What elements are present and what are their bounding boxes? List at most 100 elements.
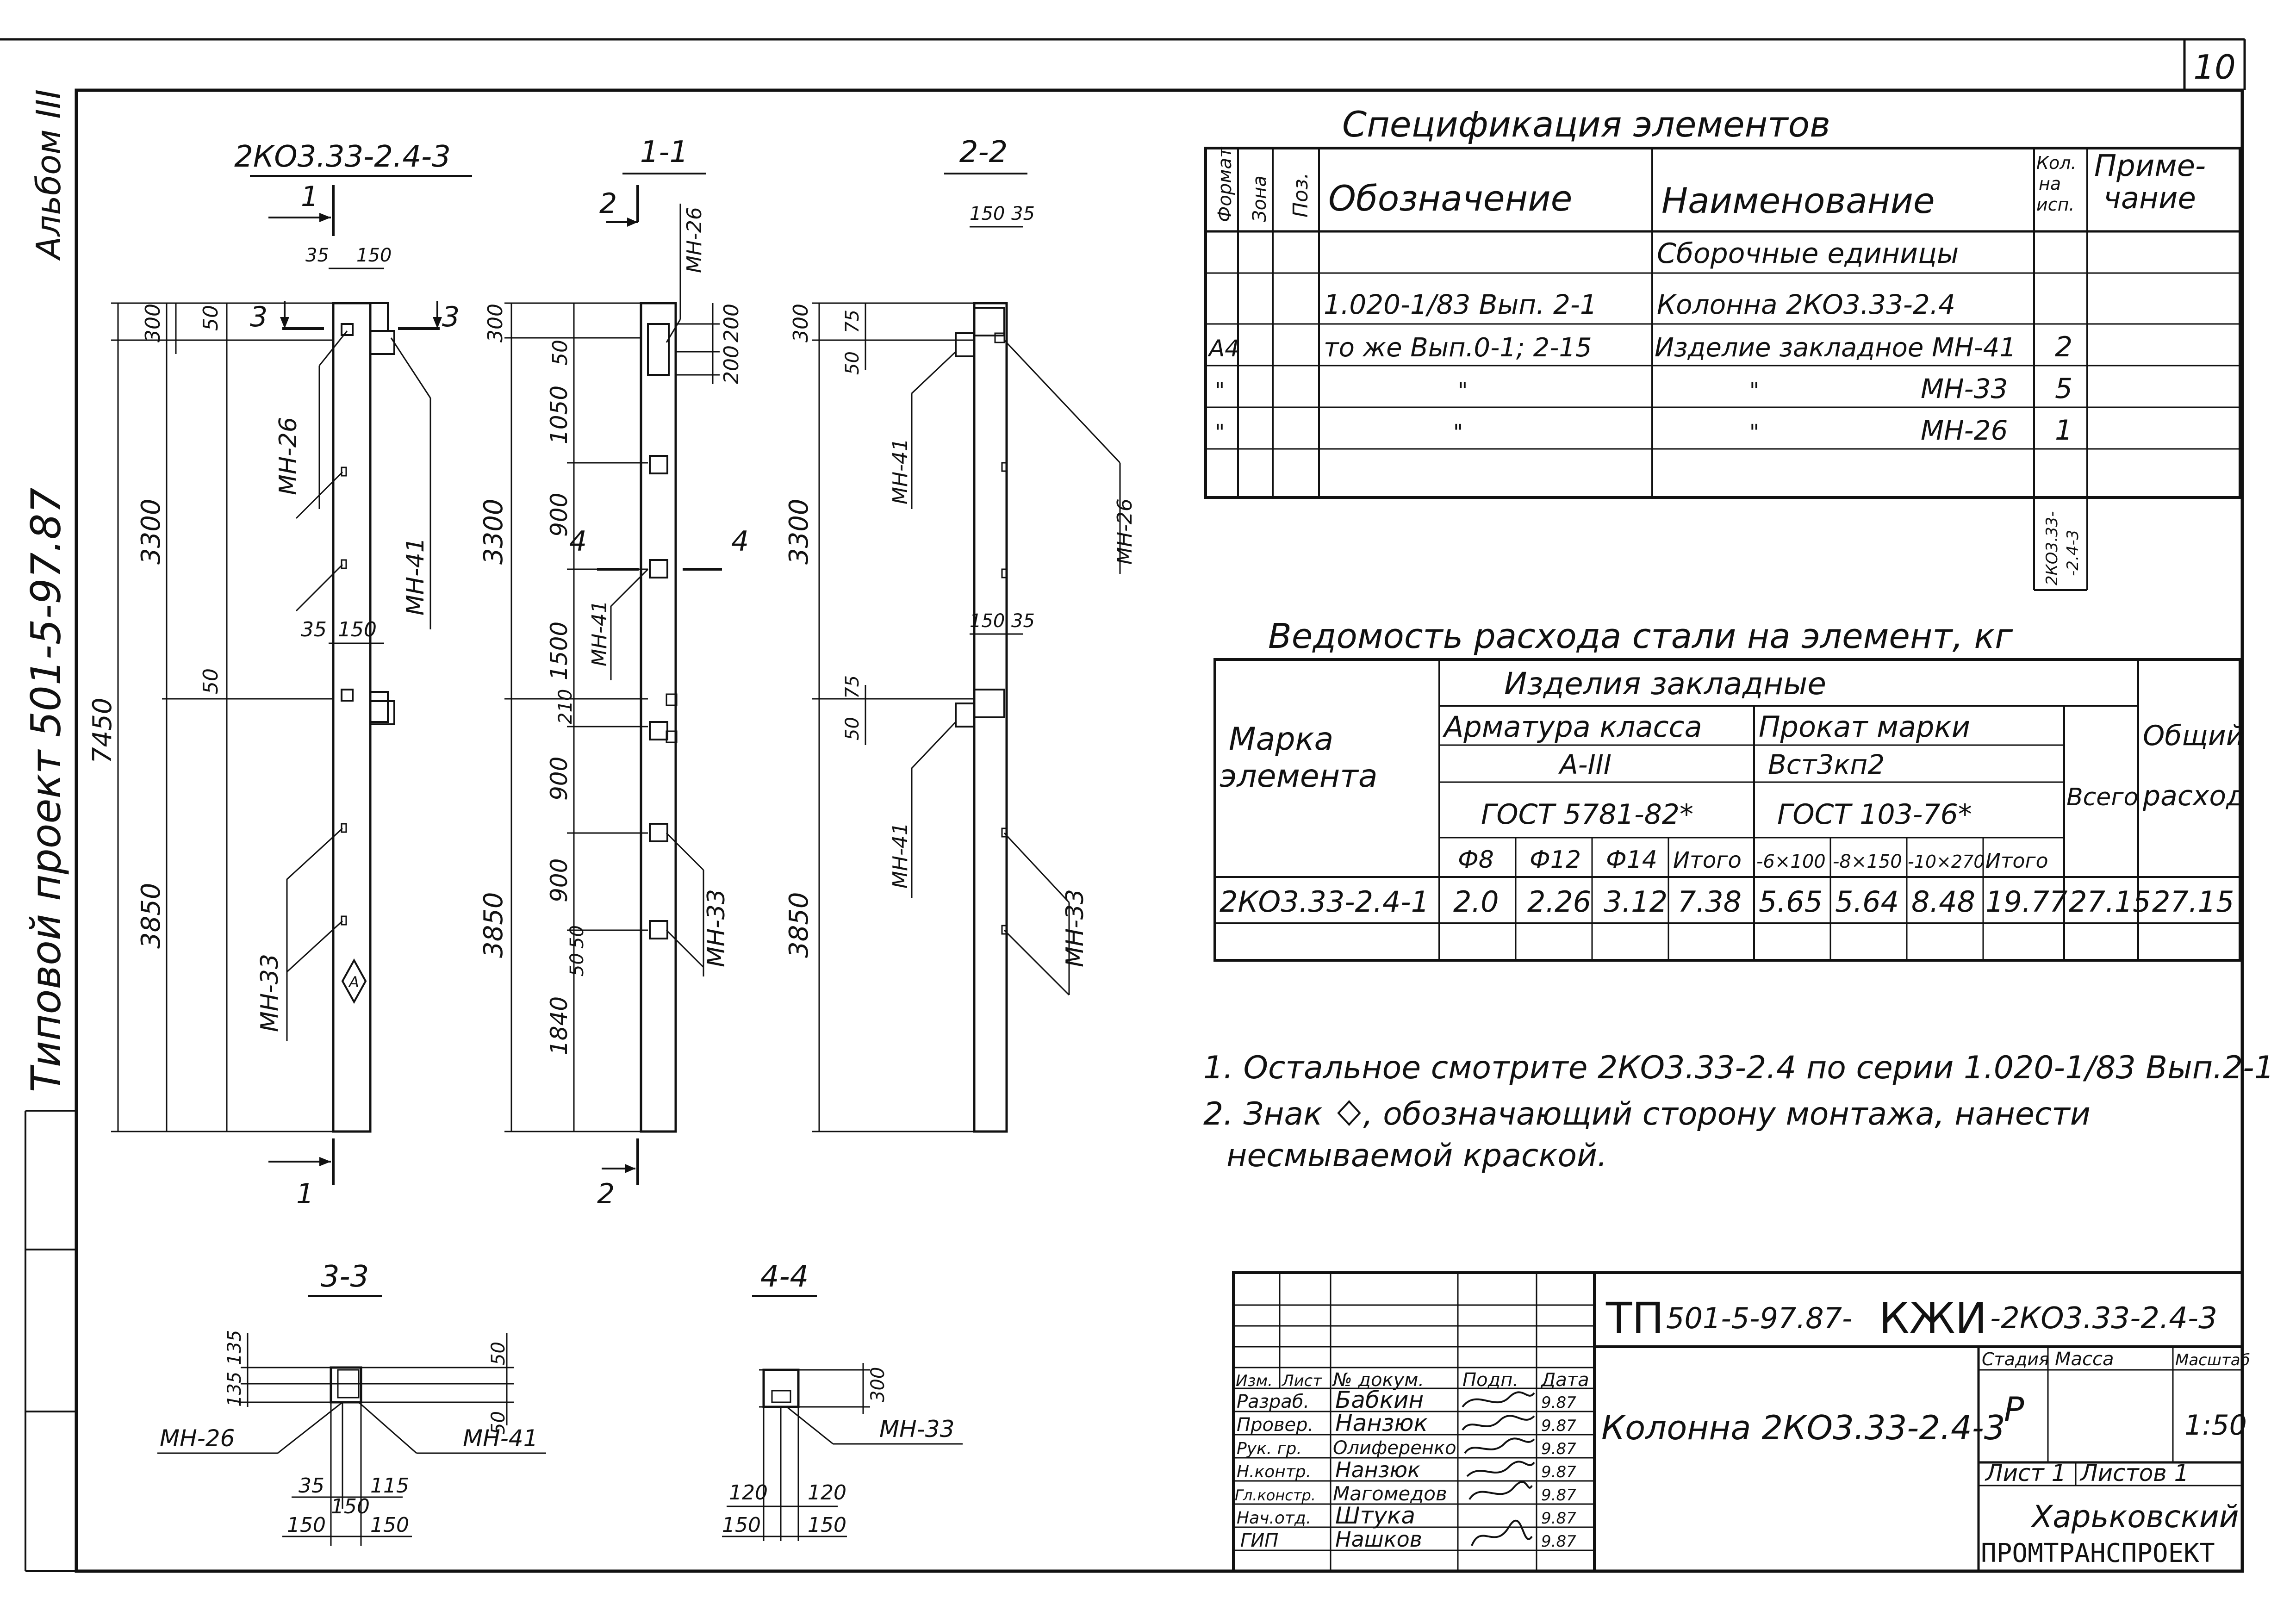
stamp-date-5: 9.87 [1541,1509,1576,1528]
s11-dim-200a: 200 [720,304,743,342]
spec-head-name: Наименование [1661,180,1935,221]
s33-dim-135a: 135 [224,1330,245,1365]
s22-dim-50a: 50 [842,351,863,375]
s11-dim-3850: 3850 [479,892,509,958]
dim-3300: 3300 [136,498,166,565]
steel-table: Ведомость расхода стали на элемент, кг И… [1213,616,2246,962]
steel-row-total: 27.15 [2069,885,2151,919]
label-mn33-s22: МН-33 [1061,889,1089,967]
dim-7450: 7450 [87,697,118,764]
label-mn41-s33: МН-41 [463,1425,538,1452]
label-mn41-elev: МН-41 [402,537,429,616]
section-2-2: 2-2 150 35 300 50 75 3300 150 35 50 75 3… [784,135,1137,1133]
spec-head-designation: Обозначение [1328,178,1572,219]
steel-rolled-gost: ГОСТ 103-76* [1777,798,1972,831]
s22-dim-300: 300 [789,304,813,342]
steel-col-3: Итого [1673,847,1742,873]
spec-variant-2: -2.4-3 [2064,530,2082,576]
steel-group: Изделия закладные [1504,666,1826,702]
s22-dim-3850: 3850 [784,892,814,958]
steel-col-7: Итого [1985,849,2048,873]
stamp-date-0: 9.87 [1541,1393,1576,1412]
stamp-col-doc: № докум. [1332,1369,1424,1391]
signatures [1462,1391,1535,1546]
note-2c: несмываемой краской. [1226,1138,1607,1174]
cut-3-right: 3 [442,301,460,333]
label-mn41-s22-bottom: МН-41 [889,822,912,889]
steel-val-0: 2.0 [1453,885,1499,919]
stamp-name-5: Штука [1335,1502,1415,1529]
cut-4-right: 4 [731,525,749,558]
spec-head-pos: Поз. [1289,173,1313,218]
steel-rebar-grade: А-III [1558,749,1612,780]
section-4-4: 4-4 300 МН-33 120 120 150 150 [722,1260,963,1541]
s33-dim-135b: 135 [224,1372,245,1407]
steel-rebar-class: Арматура класса [1442,710,1702,744]
title-block: ТП 501-5-97.87- КЖИ -2КО3.33-2.4-3 Колон… [1232,1271,2250,1573]
spec-r1-format: А4 [1207,335,1239,362]
spec-r2-qty: 5 [2055,373,2072,405]
s33-dim-150l: 150 [287,1513,326,1537]
steel-val-6: 8.48 [1911,885,1975,919]
steel-val-7: 19.77 [1985,885,2068,919]
spec-head-zone: Зона [1249,175,1270,222]
spec-title: Спецификация элементов [1342,104,1830,145]
s44-dim-150l: 150 [722,1513,761,1537]
s44-dim-150r: 150 [808,1513,846,1537]
s33-dim-50a: 50 [488,1342,509,1365]
s22-dim-35b: 35 [1011,610,1035,632]
s22-dim-35a: 35 [1011,203,1035,224]
dim-300: 300 [141,304,165,342]
s22-dim-3300: 3300 [784,498,814,565]
stamp-date-2: 9.87 [1541,1440,1576,1458]
stamp-col-izm: Изм. [1236,1372,1273,1390]
stamp-col-sign: Подп. [1462,1369,1518,1391]
label-mn41-s22-top: МН-41 [889,438,912,504]
steel-val-5: 5.64 [1835,885,1899,919]
s44-dim-300: 300 [867,1367,889,1402]
spec-r3-format: " [1215,420,1225,445]
steel-title: Ведомость расхода стали на элемент, кг [1268,616,2013,656]
spec-r1-designation: то же Вып.0-1; 2-15 [1324,333,1592,363]
column-elevation: 2КО3.33-2.4-3 А 1 1 3 3 [87,140,472,1210]
spec-r2-designation: " [1458,378,1468,403]
s11-dim-1500: 1500 [546,622,572,680]
steel-row-mark: 2КО3.33-2.4-1 [1220,885,1429,919]
s11-dim-1050: 1050 [546,386,572,444]
steel-mark-1: Марка [1229,721,1333,758]
spec-head-format: Формат [1214,146,1236,222]
steel-val-4: 5.65 [1759,885,1823,919]
label-mn26-s33: МН-26 [160,1425,235,1452]
label-mn41-s11: МН-41 [588,600,611,666]
spec-r1-qty: 2 [2055,331,2072,363]
s22-dim-75b: 75 [842,675,863,699]
stamp-org-2: ПРОМТРАНСПРОЕКТ [1981,1538,2215,1568]
s44-dim-120r: 120 [808,1481,846,1505]
spec-section: Сборочные единицы [1657,237,1959,270]
s33-dim-150: 150 [331,1495,370,1518]
label-mn26-s22: МН-26 [1113,498,1137,565]
stamp-role-2: Рук. гр. [1237,1439,1302,1458]
sec44-title: 4-4 [760,1260,809,1294]
label-mn33-elev: МН-33 [256,954,284,1032]
stamp-mass-h: Масса [2055,1349,2114,1370]
spec-r2-format: " [1215,378,1225,403]
steel-overall-1: Общий [2143,720,2244,752]
stamp-code-c: КЖИ [1879,1293,1987,1343]
spec-head-note1: Приме- [2094,149,2206,183]
spec-r0-designation: 1.020-1/83 Вып. 2-1 [1324,289,1597,320]
cut-2-bottom: 2 [597,1178,615,1210]
cut-3-left: 3 [250,301,268,333]
steel-col-5: -8×150 [1833,851,1902,872]
spec-table: Спецификация элементов Формат Зона Поз. … [1204,104,2241,591]
spec-head-qty1: Кол. [2036,153,2077,173]
steel-col-4: -6×100 [1756,851,1826,872]
steel-mark-2: элемента [1220,758,1378,795]
cut-2-top: 2 [599,187,617,220]
stamp-role-1: Провер. [1237,1414,1313,1436]
spec-r2-name-left: " [1749,378,1759,403]
elevation-title: 2КО3.33-2.4-3 [234,140,451,174]
stamp-col-list: Лист [1281,1372,1322,1390]
steel-col-0: Ф8 [1458,846,1494,874]
s11-dim-200b: 200 [720,345,743,384]
